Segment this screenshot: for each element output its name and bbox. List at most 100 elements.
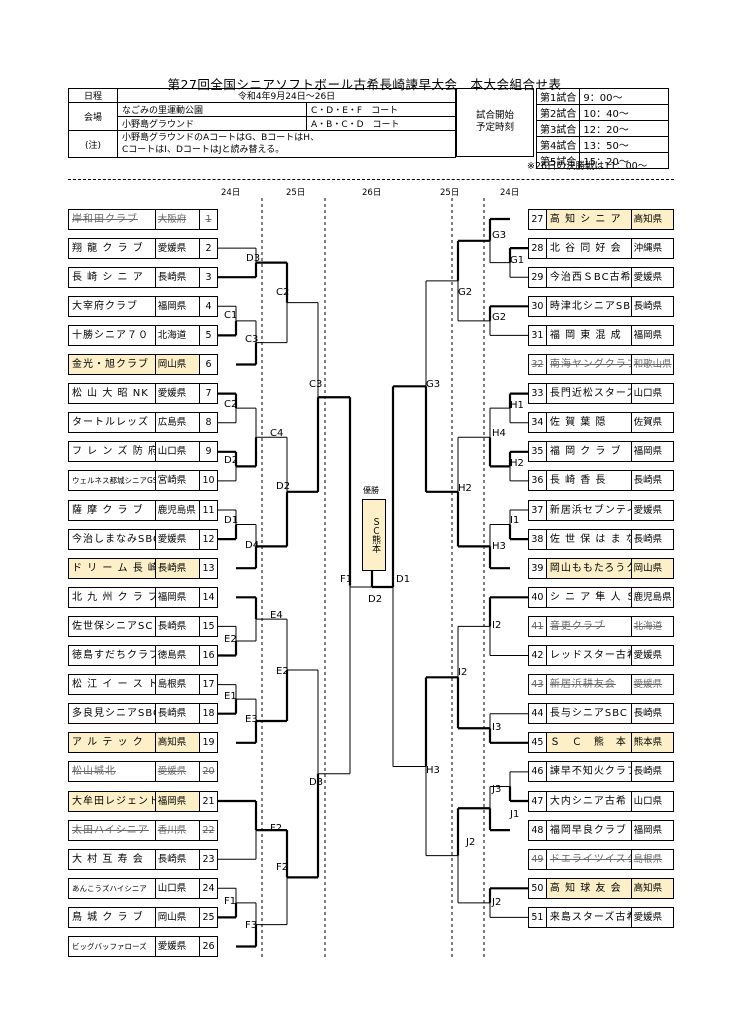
match-label: F1	[224, 896, 237, 907]
team-number: 9	[199, 442, 217, 462]
team-prefecture: 愛媛県	[633, 504, 663, 516]
team-prefecture: 愛媛県	[633, 271, 663, 283]
team-name: 大牟田レジェンド	[69, 791, 156, 811]
team-number: 33	[529, 384, 547, 404]
match-label: F1	[340, 574, 353, 585]
team-name: 松山城北	[69, 762, 156, 782]
match-label: J1	[510, 809, 520, 820]
team-prefecture: 福岡県	[157, 300, 187, 312]
day-label: 26日	[362, 188, 382, 198]
match-label: C1	[224, 310, 238, 321]
team-number: 34	[529, 413, 547, 433]
match-label: G3	[492, 230, 507, 241]
info-table: 日程 令和4年9月24日～26日 会場 なごみの里運動公園 C・D・E・F コー…	[68, 88, 456, 158]
day-label: 25日	[286, 188, 306, 198]
champion-label: 優勝	[363, 486, 379, 495]
team-number: 12	[199, 529, 217, 549]
team-number: 45	[529, 733, 547, 753]
team-prefecture: 福岡県	[155, 791, 200, 811]
match-label: E2	[276, 666, 289, 677]
team-name: ビッグバッファローズ	[69, 937, 156, 956]
champion-box: ＳＣ熊本	[362, 499, 386, 571]
team-number: 47	[529, 791, 547, 811]
team-name: 来島スターズ古希	[547, 907, 632, 927]
team-name: 諫早不知火クラブ	[547, 762, 632, 782]
team-name: 高 知 球 友 会	[546, 878, 632, 898]
team-prefecture: 熊本県	[631, 733, 673, 753]
team-name: Ｓ Ｃ 熊 本	[546, 733, 632, 753]
team-prefecture: 北海道	[633, 620, 663, 632]
match-label: J3	[492, 784, 502, 795]
team-prefecture: 大阪府	[157, 213, 187, 225]
team-prefecture: 長崎県	[157, 708, 187, 720]
match-label: C3	[245, 334, 259, 345]
start-time-label: 試合開始 予定時刻	[456, 88, 534, 157]
match-label: H3	[426, 765, 440, 776]
team-prefecture: 鹿児島県	[633, 591, 672, 603]
team-name: 長 崎 シ ニ ア	[69, 267, 156, 287]
team-name: 南海ヤングクラブ	[547, 355, 632, 374]
team-number: 49	[529, 849, 547, 869]
team-name: 福 岡 ク ラ ブ	[547, 442, 632, 462]
team-name: 太田ハイシニア	[69, 820, 156, 840]
match-label: D4	[245, 540, 260, 551]
team-name: 佐 世 保 は ま な す	[547, 529, 632, 549]
team-name: 時津北シニアSBC	[547, 296, 632, 316]
note-line-1: 小野島グラウンドのAコートはG、BコートはH、	[122, 133, 320, 143]
team-prefecture: 高知県	[631, 878, 673, 898]
team-prefecture: 山口県	[633, 388, 663, 400]
match-label: D2	[276, 481, 291, 492]
team-name: 長与シニアSBC	[547, 704, 632, 724]
team-name: 音更クラブ	[547, 616, 632, 636]
team-number: 6	[199, 355, 217, 374]
team-name: 大 村 互 寿 会	[69, 849, 156, 869]
team-name: 佐世保シニアSC	[69, 616, 156, 636]
team-name: あんこうズハイシニア	[69, 878, 156, 898]
team-number: 4	[199, 296, 217, 316]
team-prefecture: 佐賀県	[633, 417, 663, 429]
match-label: I3	[492, 722, 502, 733]
team-name: 佐 賀 葉 隠	[547, 413, 632, 433]
match-label: H3	[492, 541, 506, 552]
team-number: 11	[199, 500, 217, 520]
team-prefecture: 福岡県	[633, 446, 663, 458]
schedule-game: 第5試合	[535, 152, 581, 169]
match-label: D1	[224, 515, 239, 526]
team-prefecture: 福岡県	[157, 591, 187, 603]
team-name: 鳥 城 ク ラ ブ	[69, 907, 156, 927]
match-label: G2	[492, 312, 507, 323]
team-name: 徳島すだちクラブ	[69, 646, 156, 665]
team-prefecture: 高知県	[631, 209, 673, 229]
team-number: 27	[529, 209, 547, 229]
match-label: F2	[270, 823, 283, 834]
match-label: D3	[246, 253, 261, 264]
team-name: 今治西ＳBC古希	[547, 267, 632, 287]
team-number: 39	[529, 558, 547, 578]
team-number: 23	[199, 849, 217, 869]
team-prefecture: 愛媛県	[157, 766, 187, 778]
team-number: 24	[199, 878, 217, 898]
team-name: 北 九 州 ク ラ ブ	[69, 587, 156, 607]
team-number: 48	[529, 820, 547, 840]
match-label: D2	[368, 594, 383, 605]
team-name: ウェルネス都城シニアGS	[69, 471, 156, 491]
team-prefecture: 長崎県	[633, 300, 663, 312]
team-number: 29	[529, 267, 547, 287]
final-note: ※26日の決勝戦は11：00～	[527, 161, 648, 172]
